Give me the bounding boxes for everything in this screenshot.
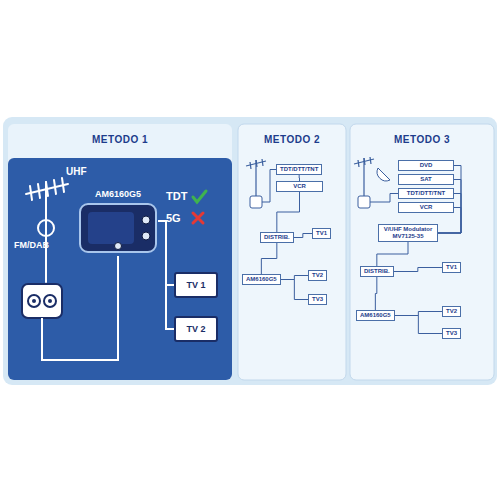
box-label: DISTRIB.: [264, 234, 290, 241]
device-box: VCR: [398, 202, 454, 213]
tv-box: TV1: [442, 262, 461, 273]
box-label: TV1: [316, 230, 327, 237]
box-label: VCR: [402, 204, 450, 211]
connector: [375, 277, 376, 310]
box-label: TV3: [312, 296, 323, 303]
tv-box: TV 1: [174, 272, 218, 298]
box-label: TDT/DTT/TNT: [402, 190, 450, 197]
connector: [277, 192, 300, 232]
tv-box: TV 2: [174, 316, 218, 342]
box-label: TV3: [446, 330, 457, 337]
connector: [158, 221, 174, 329]
method-heading: METODO 1: [8, 124, 232, 145]
box-label: VCR: [280, 183, 319, 190]
cable: [370, 194, 398, 203]
amplifier-device: AM6160G5: [78, 188, 158, 254]
box-label: AM6160G5: [78, 188, 158, 200]
modulator-box: V/UHF Modulator MV7125-35: [378, 224, 438, 242]
device-box: SAT: [398, 174, 454, 185]
box-label: AM6160G5: [246, 276, 277, 283]
method-panel: [350, 124, 494, 380]
box-label: DISTRIB.: [364, 268, 390, 275]
box-label: TV2: [446, 308, 457, 315]
connector: [281, 276, 308, 280]
device-box: TDT/DTT/TNT: [276, 164, 322, 175]
box-label: TV 1: [182, 280, 209, 290]
box-label: TDT/DTT/TNT: [280, 166, 318, 173]
tv-box: TV2: [442, 306, 461, 317]
wall-socket: [22, 284, 62, 318]
amplifier-box: AM6160G5: [356, 310, 395, 321]
box-label: TV1: [446, 264, 457, 271]
method-heading: METODO 3: [350, 124, 494, 145]
box-label: TV 2: [182, 324, 209, 334]
device-box: VCR: [276, 181, 323, 192]
device-box: TDT/DTT/TNT: [398, 188, 454, 199]
connector: [395, 312, 442, 316]
wall-socket: [250, 196, 262, 208]
connector: [377, 242, 408, 266]
band-label: UHF: [66, 166, 87, 177]
method-ground: [8, 124, 232, 380]
connector: [261, 243, 276, 274]
splitter-box: DISTRIB.: [260, 232, 294, 243]
dish-symbol: [377, 168, 390, 181]
box-label: AM6160G5: [360, 312, 391, 319]
box-label: TV2: [312, 272, 323, 279]
connector: [294, 234, 312, 238]
tv-box: TV3: [442, 328, 461, 339]
cable: [42, 256, 118, 360]
box-label: V/UHF Modulator MV7125-35: [382, 226, 434, 240]
connector: [438, 194, 461, 234]
cable: [262, 170, 276, 203]
antenna-symbol: [246, 159, 266, 196]
device-box: DVD: [398, 160, 454, 171]
method-heading: METODO 2: [238, 124, 346, 145]
splitter-box: DISTRIB.: [360, 266, 394, 277]
check-mark: [193, 191, 206, 202]
antenna-symbol: [354, 157, 374, 196]
tv-box: TV1: [312, 228, 331, 239]
method-panel: METODO 2 TDT/DTT/TNT VCR DISTRIB. TV1AM6160G…: [238, 124, 346, 380]
amplifier-box: AM6160G5: [242, 274, 281, 285]
connector: [395, 316, 442, 334]
band-label: FM/DAB: [14, 240, 49, 250]
service-label: TDT: [166, 190, 187, 202]
service-label: 5G: [166, 212, 181, 224]
antenna-symbol: [26, 178, 68, 282]
method-panel: [8, 158, 232, 380]
wall-socket: [358, 196, 370, 208]
connector: [394, 268, 442, 272]
box-label: DVD: [402, 162, 450, 169]
method-panel: METODO 1 AM6160G5 TV 1 TV 2: [8, 124, 232, 380]
connector: [281, 280, 308, 300]
cross-mark: [193, 213, 203, 223]
method-panel: [238, 124, 346, 380]
method-panel: METODO 3 DVD SAT TDT/DTT/TNT VCR V/UHF Modula…: [350, 124, 494, 380]
amplifier-shape: [78, 202, 158, 254]
box-label: SAT: [402, 176, 450, 183]
tv-box: TV2: [308, 270, 327, 281]
tv-box: TV3: [308, 294, 327, 305]
banner-ground: [3, 117, 497, 385]
